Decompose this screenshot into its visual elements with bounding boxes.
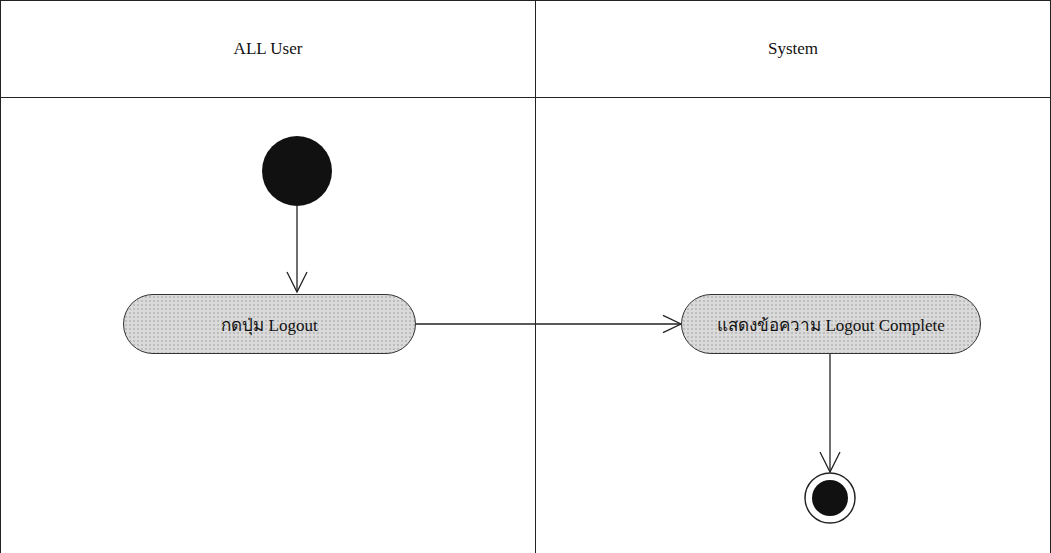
lane-title: ALL User xyxy=(1,1,535,98)
control-flow xyxy=(416,315,681,332)
arrow-head xyxy=(663,315,681,332)
activity-label: กดปุ่ม Logout xyxy=(221,311,317,338)
start-flow-line xyxy=(296,206,297,292)
arrow-head xyxy=(287,272,307,292)
end-node xyxy=(812,480,848,516)
activity-box: กดปุ่ม Logout xyxy=(123,294,416,354)
activity-box: แสดงข้อความ Logout Complete xyxy=(681,294,981,354)
arrow-head xyxy=(820,452,840,472)
flow-line xyxy=(416,323,681,324)
activity-label: แสดงข้อความ Logout Complete xyxy=(717,311,945,338)
start-node xyxy=(262,136,332,206)
lane-title: System xyxy=(536,1,1050,98)
end-node-ring xyxy=(805,473,855,523)
end-flow-line xyxy=(829,353,830,472)
swimlane: System แสดงข้อความ Logout Complete xyxy=(535,0,1051,553)
swimlane: ALL User กดปุ่ม Logout xyxy=(0,0,536,553)
